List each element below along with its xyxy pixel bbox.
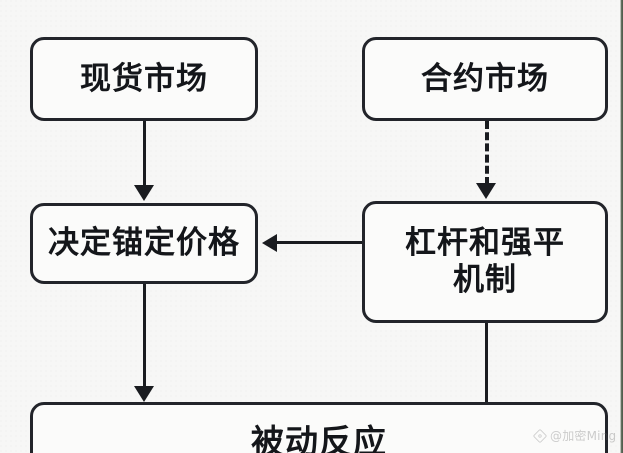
node-leverage-label-line-1: 杠杆和强平 <box>405 225 565 262</box>
edge-spot-market-to-anchor-price <box>143 121 146 187</box>
right-edge-border <box>620 0 623 453</box>
node-leverage-mechanism: 杠杆和强平 机制 <box>362 201 608 323</box>
node-spot-market-label: 现货市场 <box>80 60 208 97</box>
arrowhead-down-icon-spot-to-anchor <box>134 185 154 201</box>
node-passive-reaction: 被动反应 <box>30 402 608 453</box>
arrowhead-left-icon-leverage-to-anchor <box>262 234 277 252</box>
node-passive-reaction-label: 被动反应 <box>251 422 387 453</box>
node-anchor-price: 决定锚定价格 <box>30 203 258 284</box>
node-contract-market-label: 合约市场 <box>421 60 549 97</box>
edge-contract-market-to-leverage-dashed <box>485 121 489 185</box>
edge-leverage-to-anchor-price <box>276 241 364 244</box>
arrowhead-down-icon-contract-to-leverage <box>476 183 496 199</box>
node-leverage-mechanism-label: 杠杆和强平 机制 <box>405 225 565 298</box>
node-anchor-price-label: 决定锚定价格 <box>48 225 240 262</box>
node-contract-market: 合约市场 <box>362 37 608 121</box>
edge-leverage-to-passive-reaction <box>485 323 488 403</box>
node-spot-market: 现货市场 <box>30 37 258 121</box>
node-leverage-label-line-2: 机制 <box>453 262 517 298</box>
edge-anchor-price-to-passive-reaction <box>143 284 146 387</box>
arrowhead-down-icon-anchor-to-passive <box>134 386 154 402</box>
